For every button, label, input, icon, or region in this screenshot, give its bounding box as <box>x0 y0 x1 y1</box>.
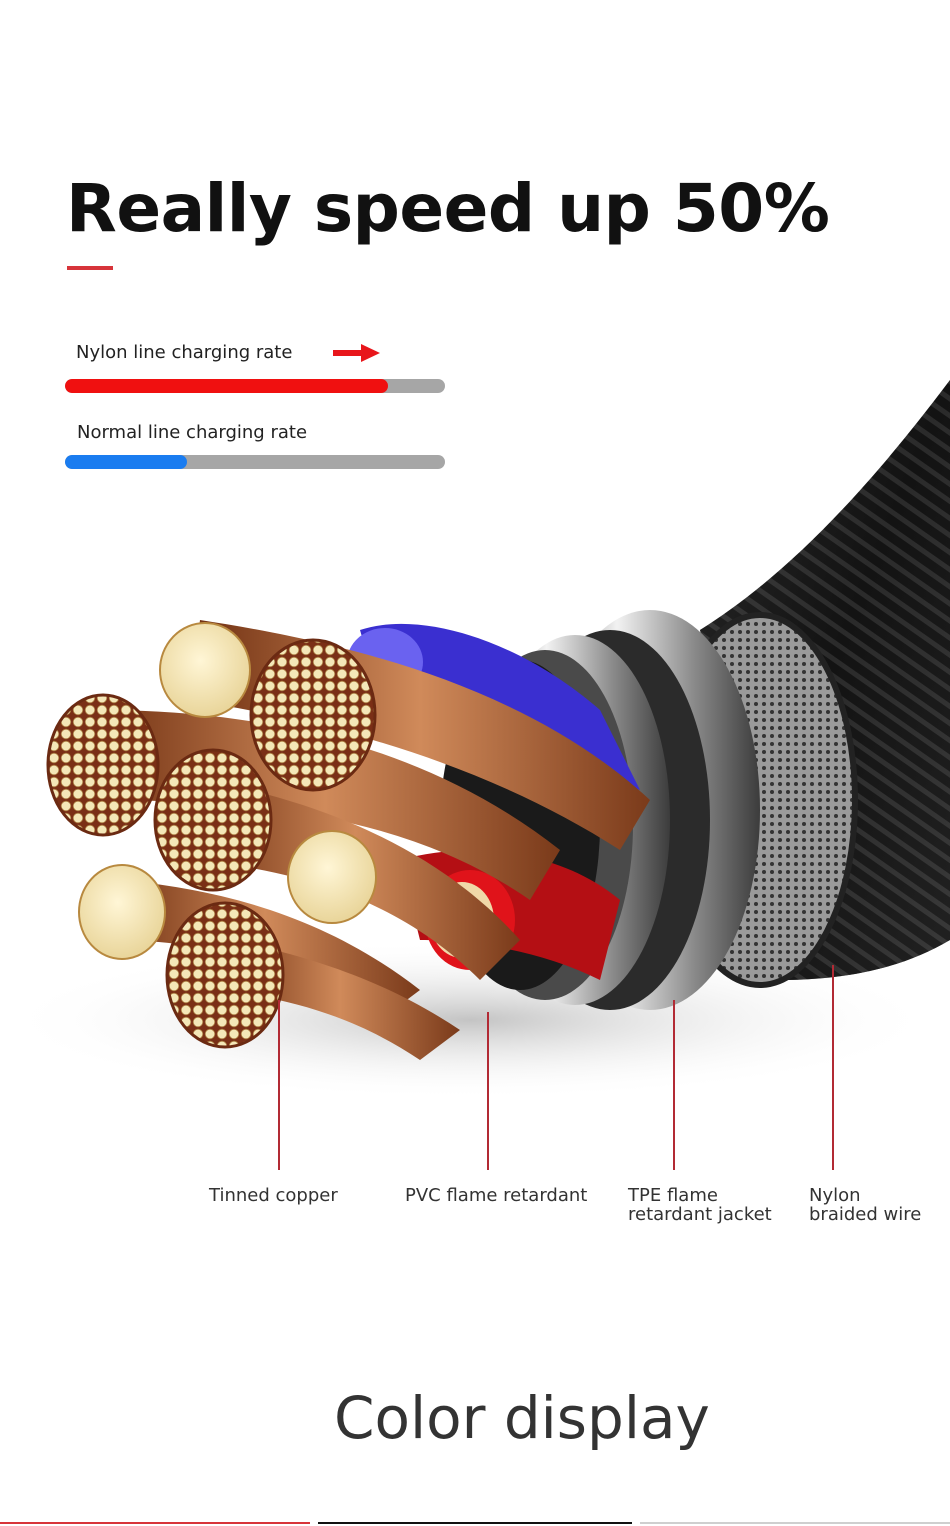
caption-line: PVC flame retardant <box>405 1185 588 1206</box>
pointer-line-pvc <box>487 1012 489 1170</box>
cable-cross-section-illustration <box>0 380 950 1100</box>
layer-caption-nylon: Nylon braided wire <box>809 1186 921 1224</box>
headline: Really speed up 50% <box>66 170 830 247</box>
caption-line: Tinned copper <box>209 1185 338 1206</box>
nylon-rate-fill <box>65 379 388 393</box>
divider-segment <box>0 1522 310 1524</box>
divider-segment <box>640 1522 950 1524</box>
normal-rate-label: Normal line charging rate <box>77 422 308 443</box>
caption-line: braided wire <box>809 1204 922 1225</box>
divider-segment <box>318 1522 632 1524</box>
pointer-line-nylon <box>832 965 834 1170</box>
normal-rate-fill <box>65 455 187 469</box>
pointer-line-tpe <box>673 1000 675 1170</box>
normal-rate-track <box>65 455 445 469</box>
layer-caption-tpe: TPE flame retardant jacket <box>628 1186 772 1224</box>
nylon-rate-label: Nylon line charging rate <box>76 342 293 363</box>
headline-accent-bar <box>67 266 113 270</box>
caption-line: TPE flame <box>628 1185 718 1206</box>
pointer-line-tinned-copper <box>278 1000 280 1170</box>
layer-caption-pvc: PVC flame retardant <box>405 1186 587 1205</box>
nylon-rate-track <box>65 379 445 393</box>
caption-line: Nylon <box>809 1185 861 1206</box>
bottom-divider <box>0 1522 950 1526</box>
layer-caption-tinned-copper: Tinned copper <box>209 1186 338 1205</box>
section-title: Color display <box>334 1384 710 1452</box>
right-arrow-icon <box>333 344 380 362</box>
caption-line: retardant jacket <box>628 1204 772 1225</box>
